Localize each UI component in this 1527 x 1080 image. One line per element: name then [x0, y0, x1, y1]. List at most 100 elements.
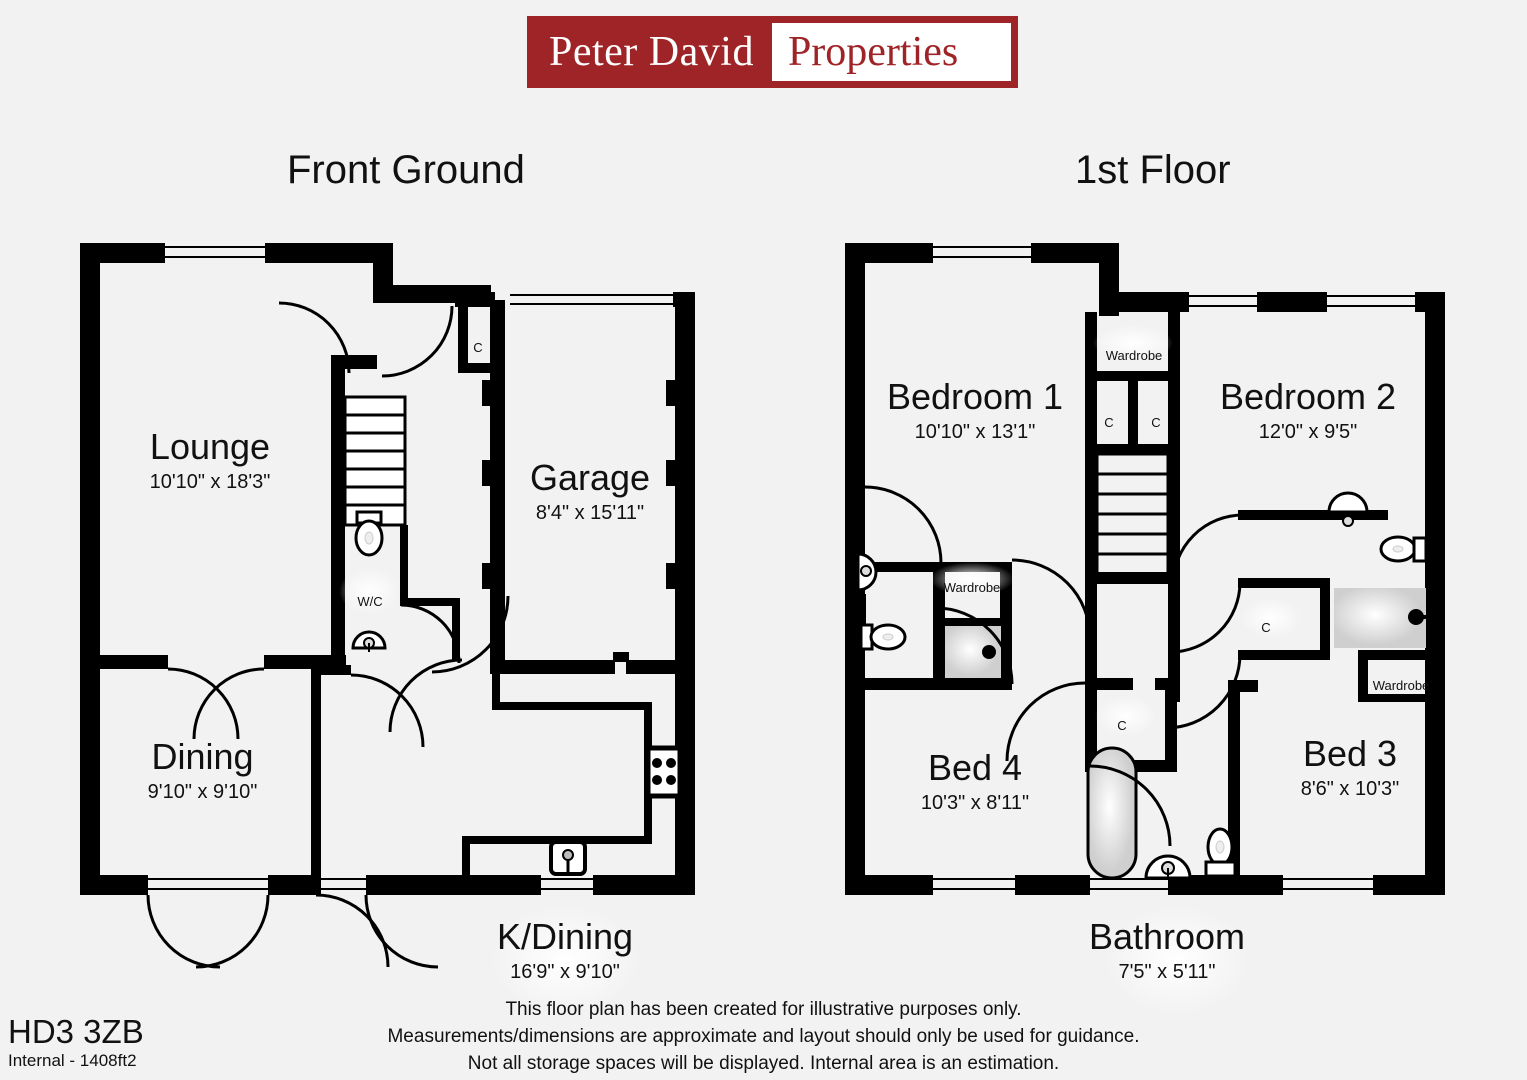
wall-interior [933, 618, 1012, 626]
wall-interior [1128, 381, 1138, 444]
wall-interior [1168, 312, 1180, 702]
window-frame [1327, 305, 1415, 307]
label-glow [1105, 905, 1250, 1015]
window-frame [933, 878, 1015, 880]
window-frame [1090, 888, 1168, 890]
label-glow [490, 905, 640, 1015]
window-frame [1189, 305, 1257, 307]
disclaimer: This floor plan has been created for ill… [0, 996, 1527, 1077]
wall-interior [311, 665, 351, 675]
wall-exterior-left [80, 243, 100, 895]
wall-interior [452, 598, 460, 660]
label-glow [339, 568, 401, 614]
wall-interior [1358, 650, 1368, 698]
wall-pilaster [482, 380, 491, 406]
wall-interior [1358, 694, 1426, 702]
ground-floor-title: Front Ground [287, 148, 525, 192]
door-frame [148, 878, 268, 880]
wall-interior [1360, 650, 1426, 660]
wall-segment [455, 292, 493, 307]
door-frame [316, 878, 366, 880]
wall-segment [268, 875, 316, 895]
window-frame [1283, 888, 1373, 890]
wall-segment [1168, 875, 1283, 895]
wall-interior [1085, 312, 1097, 702]
wall-interior [1238, 510, 1388, 520]
window-frame [165, 256, 265, 258]
property-postcode-block: HD3 3ZB Internal - 1408ft2 [8, 1014, 144, 1072]
wall-interior [865, 562, 943, 572]
wall-segment [265, 243, 393, 263]
window-frame [1189, 295, 1257, 297]
label-glow [930, 562, 1014, 596]
wall-pilaster [666, 460, 676, 486]
disclaimer-line-2: Measurements/dimensions are approximate … [387, 1026, 1140, 1047]
wall-interior [626, 660, 678, 674]
window-frame [541, 888, 593, 890]
wall-interior [1238, 578, 1328, 588]
wall-pilaster [613, 652, 629, 662]
disclaimer-line-1: This floor plan has been created for ill… [505, 999, 1022, 1020]
wall-pilaster [666, 380, 676, 406]
window-frame [541, 878, 593, 880]
wall-interior [1228, 680, 1240, 876]
first-floor-title: 1st Floor [1075, 148, 1231, 192]
wall-segment [1031, 243, 1119, 263]
label-glow [1095, 696, 1157, 736]
window-frame [1090, 878, 1168, 880]
disclaimer-line-3: Not all storage spaces will be displayed… [467, 1053, 1060, 1074]
brand-name-left: Peter David [549, 29, 754, 75]
wall-segment [1373, 875, 1445, 895]
wall-segment [1257, 292, 1327, 312]
window-frame [1327, 295, 1415, 297]
internal-area-text: Internal - 1408ft2 [8, 1051, 137, 1070]
window-frame [857, 594, 859, 624]
wall-segment [593, 875, 695, 895]
wall-interior [80, 655, 168, 669]
garage-door-frame [510, 294, 673, 296]
wall-interior [1320, 578, 1330, 658]
wall-exterior-left [845, 243, 865, 895]
wall-interior [1085, 371, 1180, 381]
wall-interior [1085, 678, 1133, 690]
wall-interior [1238, 650, 1330, 660]
wall-interior [865, 678, 1012, 690]
wall-segment [1015, 875, 1090, 895]
wall-interior [400, 598, 460, 606]
brand-name-right: Properties [787, 29, 959, 75]
window-frame [864, 594, 866, 624]
wall-pilaster [666, 563, 676, 589]
wall-interior [458, 363, 494, 373]
wall-interior [490, 300, 505, 360]
wall-interior [1085, 572, 1180, 584]
brand-logo: Peter David Properties [527, 16, 1018, 88]
wall-pilaster [482, 563, 491, 589]
label-glow [1093, 325, 1173, 361]
door-frame [148, 888, 268, 890]
wall-interior [1085, 686, 1097, 771]
postcode-text: HD3 3ZB [8, 1013, 144, 1050]
wall-interior [490, 360, 505, 660]
window-frame [1283, 878, 1373, 880]
wall-exterior-right [1425, 292, 1445, 895]
label-glow [1240, 598, 1302, 638]
garage-door-frame [510, 303, 673, 305]
wall-segment [366, 875, 541, 895]
wall-interior [311, 665, 321, 895]
window-frame [933, 256, 1031, 258]
wall-interior [331, 355, 377, 369]
wall-interior [1085, 444, 1180, 454]
wall-segment [80, 243, 165, 263]
brand-name-right-box: Properties [771, 23, 1011, 81]
wall-interior [458, 305, 468, 373]
wall-interior [490, 660, 615, 674]
wall-segment [1099, 292, 1189, 312]
wall-interior [400, 525, 408, 605]
